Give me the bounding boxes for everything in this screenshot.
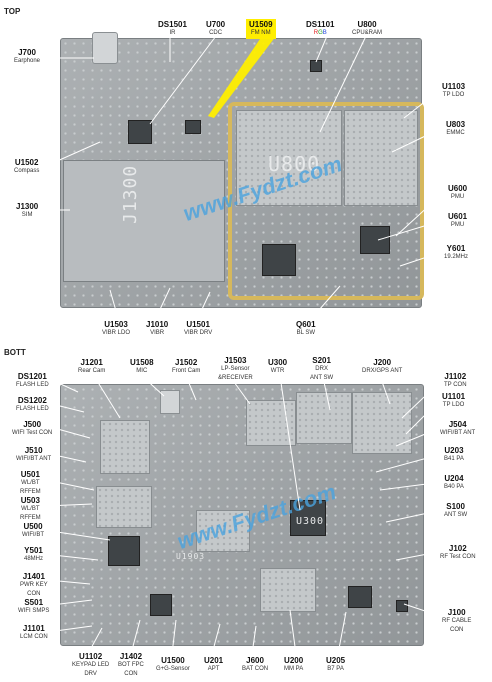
sim-tray	[63, 160, 225, 282]
bottom-section-title: BOTT	[4, 348, 26, 357]
gold-shield-frame	[228, 102, 424, 300]
silk-u300: U300	[296, 516, 325, 527]
silk-u1903: U1903	[176, 552, 206, 561]
u1509-highlight-arrow	[208, 36, 276, 118]
top-section-title: TOP	[4, 7, 21, 16]
label-ds1101: DS1101 RGB	[306, 20, 335, 36]
silk-u800: U800	[268, 152, 321, 176]
